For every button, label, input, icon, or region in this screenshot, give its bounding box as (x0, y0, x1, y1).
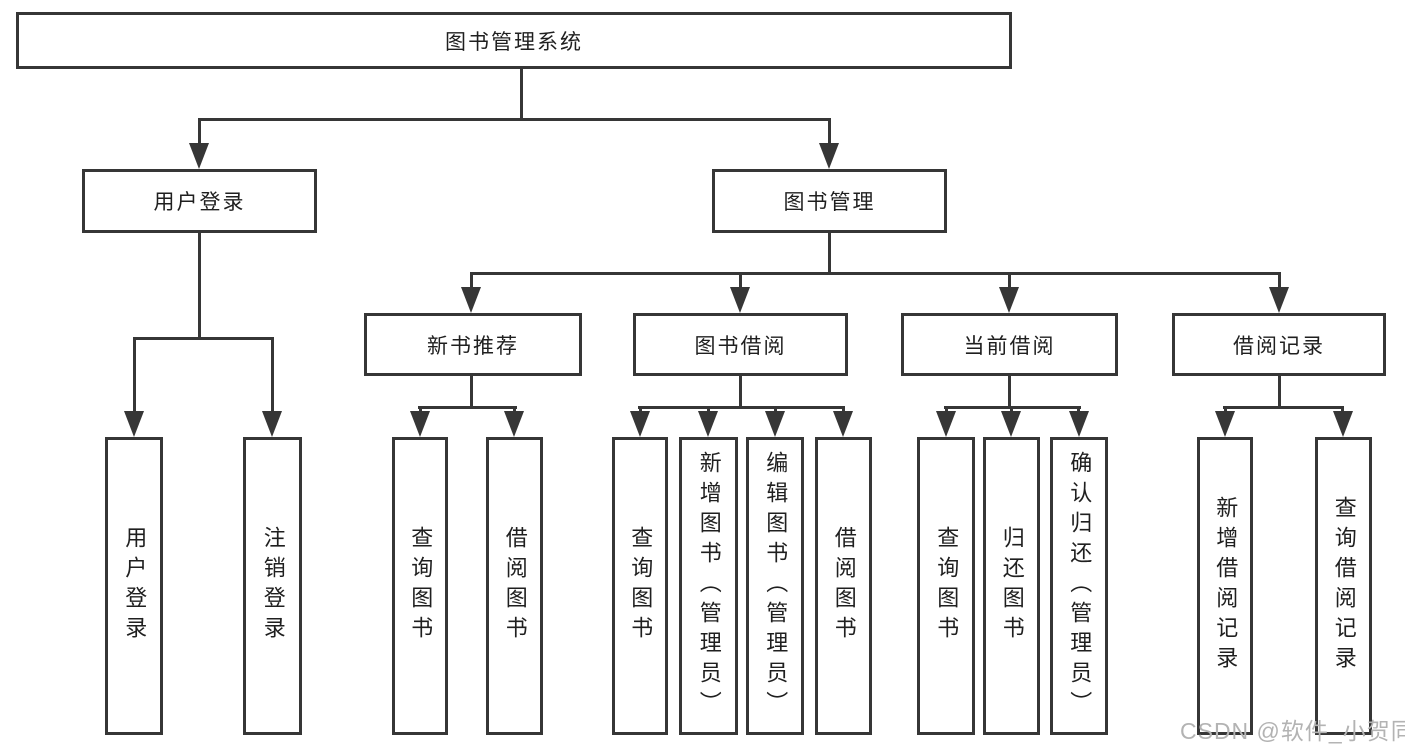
arrowhead-bb-edit (765, 411, 785, 437)
leaf-logout: 注销登录 (243, 437, 302, 735)
leaf-bb-add-books-admin-label: 新增图书（管理员） (696, 451, 722, 721)
node-book-management-label: 图书管理 (783, 191, 876, 214)
arrowhead-user-login (189, 143, 209, 169)
connector-user-login-stem (198, 118, 201, 145)
leaf-cb-confirm-return-admin-label: 确认归还（管理员） (1067, 451, 1093, 721)
connector-bb-borrow-stem (842, 406, 845, 413)
leaf-br-query-record-label: 查询借阅记录 (1331, 496, 1357, 676)
node-current-borrowing: 当前借阅 (901, 313, 1118, 376)
leaf-br-add-record: 新增借阅记录 (1197, 437, 1253, 735)
arrowhead-cb-confirm (1069, 411, 1089, 437)
leaf-cb-return-books-label: 归还图书 (999, 526, 1025, 646)
leaf-bb-add-books-admin: 新增图书（管理员） (679, 437, 738, 735)
connector-bb-query-stem (639, 406, 642, 413)
node-root-label: 图书管理系统 (445, 30, 583, 54)
connector-root-horizontal (198, 118, 831, 121)
leaf-nb-query-books: 查询图书 (392, 437, 448, 735)
connector-borrow-records-stem (1278, 272, 1281, 289)
arrowhead-leaf-logout (262, 411, 282, 437)
connector-book-borrow-down (739, 376, 742, 409)
connector-current-borrow-down (1008, 376, 1011, 409)
connector-nb-borrow-stem (513, 406, 516, 413)
connector-new-book-stem (470, 272, 473, 289)
leaf-user-login-label: 用户登录 (122, 526, 148, 646)
connector-leaf-logout-stem (271, 337, 274, 413)
leaf-bb-edit-books-admin: 编辑图书（管理员） (746, 437, 804, 735)
leaf-bb-edit-books-admin-label: 编辑图书（管理员） (763, 451, 789, 721)
leaf-bb-query-books-label: 查询图书 (628, 526, 654, 646)
node-book-borrowing: 图书借阅 (633, 313, 848, 376)
leaf-br-query-record: 查询借阅记录 (1315, 437, 1372, 735)
arrowhead-current-borrow (999, 287, 1019, 313)
node-borrowing-records: 借阅记录 (1172, 313, 1386, 376)
connector-user-login-split (133, 337, 274, 340)
connector-br-query-stem (1341, 406, 1344, 413)
node-new-book-recommend: 新书推荐 (364, 313, 582, 376)
arrowhead-bb-add (698, 411, 718, 437)
connector-book-mgmt-down (828, 233, 831, 275)
arrowhead-new-book (461, 287, 481, 313)
leaf-nb-borrow-books: 借阅图书 (486, 437, 543, 735)
connector-new-book-down (470, 376, 473, 409)
connector-current-borrow-stem (1008, 272, 1011, 289)
connector-book-borrow-split (638, 406, 845, 409)
leaf-br-add-record-label: 新增借阅记录 (1213, 496, 1239, 676)
connector-book-borrow-stem (739, 272, 742, 289)
arrowhead-br-add (1215, 411, 1235, 437)
arrowhead-book-mgmt (819, 143, 839, 169)
connector-new-book-split (418, 406, 517, 409)
arrowhead-cb-query (936, 411, 956, 437)
arrowhead-cb-return (1001, 411, 1021, 437)
connector-cb-query-stem (945, 406, 948, 413)
node-user-login: 用户登录 (82, 169, 317, 233)
node-book-borrowing-label: 图书借阅 (694, 334, 787, 358)
leaf-cb-return-books: 归还图书 (983, 437, 1040, 735)
arrowhead-nb-query (410, 411, 430, 437)
connector-br-add-stem (1224, 406, 1227, 413)
arrowhead-book-borrow (730, 287, 750, 313)
arrowhead-bb-query (630, 411, 650, 437)
leaf-logout-label: 注销登录 (260, 526, 286, 646)
watermark-text: CSDN @软件_小贺同学 (1180, 718, 1405, 744)
node-new-book-recommend-label: 新书推荐 (427, 334, 519, 358)
connector-leaf-login-stem (133, 337, 136, 413)
connector-borrow-records-split (1223, 406, 1344, 409)
arrowhead-nb-borrow (504, 411, 524, 437)
connector-cb-confirm-stem (1077, 406, 1080, 413)
arrowhead-bb-borrow (833, 411, 853, 437)
arrowhead-br-query (1333, 411, 1353, 437)
leaf-bb-borrow-books: 借阅图书 (815, 437, 872, 735)
connector-borrow-records-down (1278, 376, 1281, 409)
node-current-borrowing-label: 当前借阅 (963, 334, 1056, 358)
leaf-cb-confirm-return-admin: 确认归还（管理员） (1050, 437, 1108, 735)
leaf-user-login: 用户登录 (105, 437, 163, 735)
leaf-cb-query-books: 查询图书 (917, 437, 975, 735)
node-root: 图书管理系统 (16, 12, 1012, 69)
connector-bb-edit-stem (774, 406, 777, 413)
connector-bb-add-stem (707, 406, 710, 413)
leaf-nb-borrow-books-label: 借阅图书 (502, 526, 528, 646)
node-borrowing-records-label: 借阅记录 (1233, 334, 1325, 358)
node-user-login-label: 用户登录 (153, 191, 246, 214)
connector-book-mgmt-stem (828, 118, 831, 145)
leaf-cb-query-books-label: 查询图书 (934, 526, 960, 646)
node-book-management: 图书管理 (712, 169, 947, 233)
leaf-bb-query-books: 查询图书 (612, 437, 668, 735)
leaf-nb-query-books-label: 查询图书 (408, 526, 434, 646)
connector-cb-return-stem (1010, 406, 1013, 413)
connector-nb-query-stem (419, 406, 422, 413)
arrowhead-borrow-records (1269, 287, 1289, 313)
arrowhead-leaf-login (124, 411, 144, 437)
connector-level3-horizontal (470, 272, 1281, 275)
connector-user-login-down (198, 233, 201, 340)
leaf-bb-borrow-books-label: 借阅图书 (831, 526, 857, 646)
connector-root-vertical (520, 69, 523, 121)
